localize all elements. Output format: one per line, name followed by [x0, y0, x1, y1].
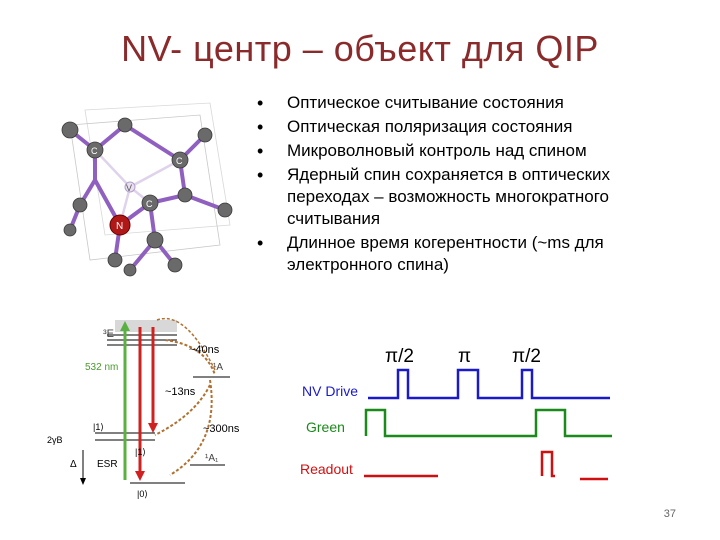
carbon-label: C: [176, 156, 183, 166]
wavelength-label: 532 nm: [85, 362, 118, 373]
carbon-label: C: [91, 146, 98, 156]
carbon-label: C: [146, 199, 153, 209]
isc-arrow: [164, 339, 216, 376]
state-0-label: |0⟩: [137, 489, 148, 499]
green-trace: [364, 408, 612, 438]
excited-state-label: ³E: [103, 328, 114, 340]
lifetime-300ns: ~300ns: [203, 423, 240, 435]
nitrogen-atom: [109, 214, 131, 236]
vacancy-site: [124, 181, 136, 193]
bullet-item: Ядерный спин сохраняется в оптических пе…: [255, 164, 695, 230]
state-pm1-lower-label: |1⟩: [135, 447, 146, 457]
nv-lattice-illustration: C C C V N: [61, 102, 233, 277]
readout-trace: [364, 450, 608, 481]
bullet-item: Оптическое считывание состояния: [255, 92, 695, 114]
singlet-upper-label: ¹A: [213, 362, 223, 373]
nitrogen-label: N: [116, 221, 123, 232]
state-pm1-label: |1⟩: [93, 422, 104, 432]
lattice-box: [69, 102, 231, 261]
vacancy-label: V: [126, 183, 132, 193]
bullet-item: Оптическая поляризация состояния: [255, 116, 695, 138]
row-label-readout: Readout: [300, 461, 353, 477]
zeeman-label: 2γB: [47, 435, 63, 445]
lifetime-13ns: ~13ns: [165, 386, 196, 398]
slide-title: NV- центр – объект для QIP: [121, 28, 599, 69]
bullet-item: Микроволновый контроль над спином: [255, 140, 695, 162]
lifetime-40ns: ~40ns: [189, 344, 220, 356]
row-label-green: Green: [306, 419, 345, 435]
bullet-list: Оптическое считывание состояния Оптическ…: [255, 92, 695, 278]
delta-label: Δ: [70, 459, 77, 470]
drive-trace: [368, 368, 610, 400]
pulse-label-pi-half: π/2: [512, 346, 541, 367]
energy-level-diagram: ³E 532 nm ~40ns ¹A ~13ns ~300ns |1⟩ |1⟩ …: [47, 317, 240, 499]
page-number: 37: [663, 508, 676, 520]
singlet-lower-label: ¹A₁: [205, 453, 219, 464]
pulse-sequence-diagram: π/2 π π/2 NV Drive Green Readout: [300, 346, 612, 481]
pulse-label-pi: π: [458, 346, 471, 367]
bullet-item: Длинное время когерентности (~ms для эле…: [255, 232, 695, 276]
row-label-drive: NV Drive: [302, 383, 358, 399]
pulse-label-pi-half: π/2: [385, 346, 414, 367]
carbon-atoms: [61, 117, 233, 277]
esr-label: ESR: [97, 459, 118, 470]
